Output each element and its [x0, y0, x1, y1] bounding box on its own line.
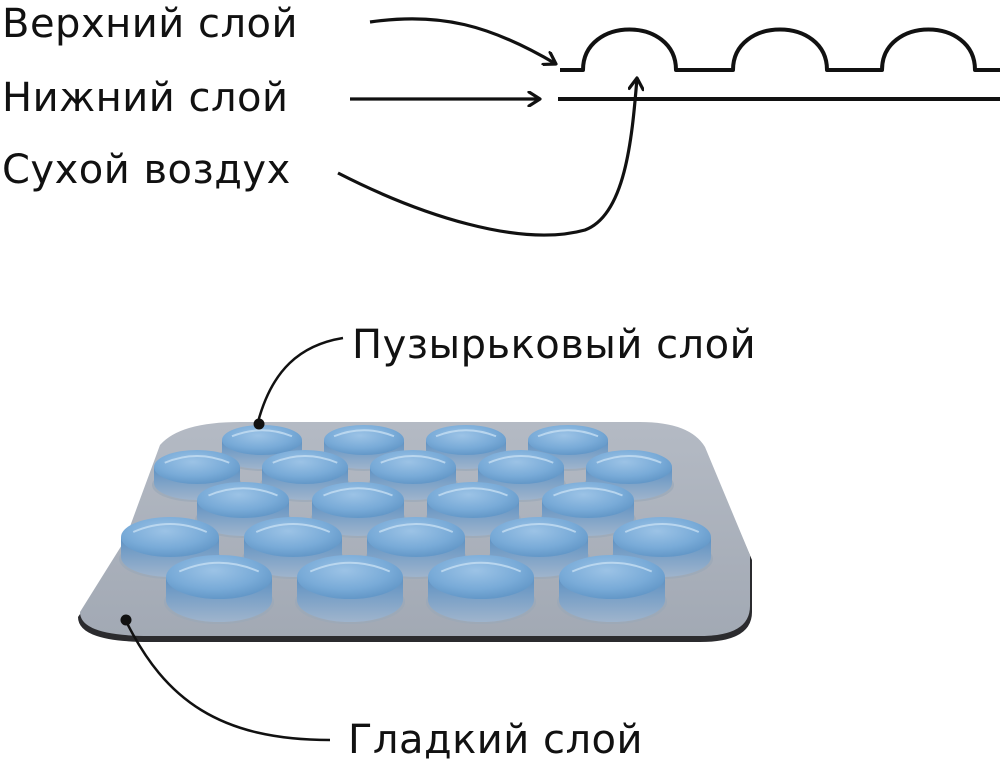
smooth-layer-callout-dot	[120, 614, 132, 626]
bubble-highlight	[440, 561, 522, 573]
bubble-highlight	[596, 455, 662, 464]
bubble-layer-callout-leader	[253, 336, 344, 430]
dry-air-label: Сухой воздух	[2, 147, 291, 193]
bubble-highlight	[537, 429, 599, 438]
bubble-highlight	[178, 561, 260, 573]
upper-layer-label: Верхний слой	[2, 1, 298, 47]
bubble-highlight	[501, 523, 577, 533]
upper-layer-arrow	[369, 17, 556, 64]
bubble-highlight	[435, 429, 497, 438]
bubble-layer-label: Пузырьковый слой	[352, 322, 757, 368]
bubble	[557, 555, 667, 624]
bubble-highlight	[323, 487, 393, 497]
bubble	[164, 555, 274, 624]
bubble	[152, 450, 242, 502]
bubble-wrap-illustration	[78, 422, 752, 642]
cross-section-profile	[558, 27, 1000, 101]
bubble	[295, 555, 405, 624]
bubble-highlight	[553, 487, 623, 497]
bubble	[426, 555, 536, 624]
bubble-highlight	[488, 455, 554, 464]
bubble	[119, 517, 221, 579]
smooth-layer-callout-leader	[120, 614, 331, 742]
bubble	[476, 450, 566, 502]
bubble-layer	[119, 425, 713, 624]
smooth-layer-label: Гладкий слой	[348, 717, 644, 763]
bubble-highlight	[309, 561, 391, 573]
bubble-highlight	[255, 523, 331, 533]
bubble-highlight	[438, 487, 508, 497]
bubble-highlight	[231, 429, 293, 438]
upper-layer-profile	[560, 27, 1000, 72]
bubble-highlight	[164, 455, 230, 464]
bubble-highlight	[378, 523, 454, 533]
bubble-highlight	[380, 455, 446, 464]
bubble-highlight	[333, 429, 395, 438]
bubble-highlight	[132, 523, 208, 533]
bubble-highlight	[571, 561, 653, 573]
bubble-highlight	[272, 455, 338, 464]
bubble-highlight	[208, 487, 278, 497]
bubble-top	[559, 555, 665, 599]
bubble-highlight	[624, 523, 700, 533]
lower-layer-label: Нижний слой	[2, 75, 289, 121]
bubble-top	[166, 555, 272, 599]
bubble-top	[297, 555, 403, 599]
bubble-layer-callout-dot	[253, 418, 265, 430]
bubble-top	[428, 555, 534, 599]
dry-air-arrow	[337, 78, 637, 237]
